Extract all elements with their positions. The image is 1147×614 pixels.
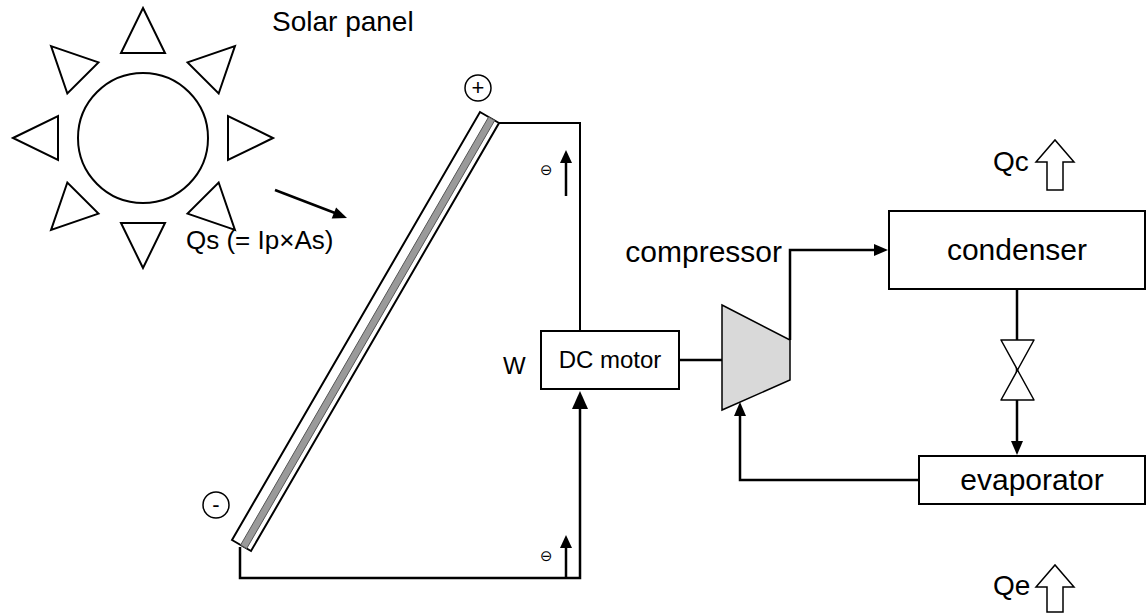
current-arrow xyxy=(565,545,568,578)
sun-disc xyxy=(78,73,208,203)
box-label: evaporator xyxy=(960,463,1103,498)
sun-ray xyxy=(51,46,98,93)
current-arrow xyxy=(565,160,568,196)
flow-connector xyxy=(790,244,888,340)
component-name: compressor xyxy=(625,235,782,270)
terminal-sign: - xyxy=(201,490,231,520)
flow-line xyxy=(790,250,878,340)
sun-ray xyxy=(228,116,273,160)
box-label: DC motor xyxy=(559,346,662,374)
charge-sign: ⊖ xyxy=(540,162,553,179)
power-arrowhead xyxy=(572,391,588,409)
heat-label: Qe xyxy=(993,570,1030,602)
arrowhead xyxy=(874,244,888,256)
heat-flow-arrow xyxy=(1036,565,1074,612)
box-label: condenser xyxy=(947,233,1087,268)
work-label: W xyxy=(503,352,526,380)
compressor-outline xyxy=(722,305,790,410)
solar-input-label: Qs (= Ip×As) xyxy=(186,226,333,256)
panel-cell-strip xyxy=(241,117,495,549)
condenser-box: condenser xyxy=(888,210,1146,290)
sun-ray xyxy=(188,46,235,93)
heat-label: Qc xyxy=(993,146,1029,178)
irradiance-arrow xyxy=(275,190,335,213)
motor-box: DC motor xyxy=(540,330,680,390)
current-arrowhead xyxy=(560,150,572,163)
sun-ray xyxy=(121,223,165,268)
flow-line xyxy=(680,359,722,362)
solar-panel xyxy=(232,112,499,551)
positive-wire xyxy=(499,123,580,330)
evaporator-box: evaporator xyxy=(918,455,1146,505)
terminal-sign: + xyxy=(463,73,493,103)
negative-wire xyxy=(240,406,580,578)
charge-sign: ⊖ xyxy=(540,548,553,565)
flow-connector xyxy=(734,402,918,480)
arrowhead xyxy=(1011,441,1023,455)
panel-name: Solar panel xyxy=(272,6,414,38)
flow-connector xyxy=(680,360,722,361)
sun-ray xyxy=(13,116,58,160)
current-arrowhead xyxy=(560,535,572,548)
compressor-body xyxy=(722,305,790,410)
compressor-symbol: compressor xyxy=(722,305,790,410)
expansion-valve xyxy=(1001,340,1034,400)
sun-ray xyxy=(121,8,165,53)
heat-flow-arrow xyxy=(1036,140,1074,190)
irradiance-arrowhead xyxy=(332,207,347,218)
flow-line xyxy=(740,412,918,480)
sun-ray xyxy=(51,183,98,230)
sun-ray xyxy=(188,183,235,230)
